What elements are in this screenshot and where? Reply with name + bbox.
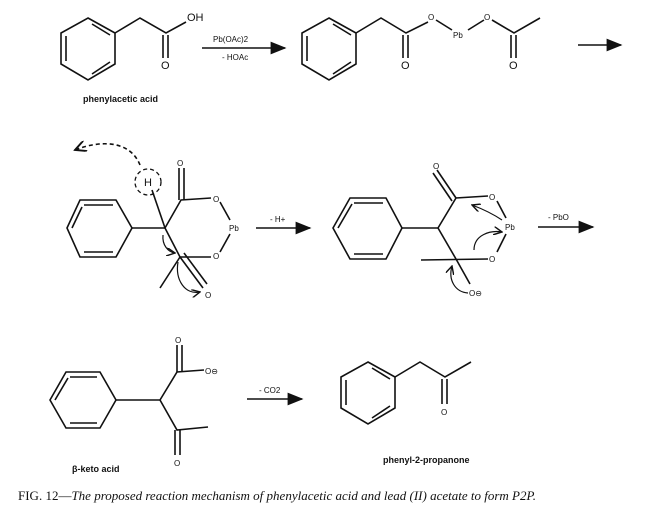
atom-label: Pb	[453, 31, 463, 40]
byproduct-hoac: - HOAc	[222, 53, 248, 62]
caption-prefix: FIG. 12—	[18, 488, 72, 503]
caption-text: The proposed reaction mechanism of pheny…	[71, 488, 536, 503]
atom-label: O	[509, 60, 518, 72]
label-beta-keto-acid: β-keto acid	[72, 464, 120, 474]
atom-label: H	[144, 177, 152, 189]
phenylacetic-acid-structure: OH O phenylacetic acid	[60, 12, 204, 104]
beta-keto-acid-structure: O O⊖ O β-keto acid	[49, 336, 218, 474]
atom-label: O	[441, 408, 447, 417]
phenyl-2-propanone-structure: O phenyl-2-propanone	[340, 361, 472, 465]
atom-label: O	[484, 13, 490, 22]
atom-label: O	[175, 336, 181, 345]
atom-label: O	[205, 291, 211, 300]
label-phenylacetic-acid: phenylacetic acid	[83, 94, 158, 104]
label-phenyl-2-propanone: phenyl-2-propanone	[383, 455, 470, 465]
atom-label: O	[213, 252, 219, 261]
atom-oh: OH	[187, 12, 204, 24]
alkoxide-lead-intermediate-structure: O O Pb O O⊖	[332, 162, 515, 298]
atom-label: O	[174, 459, 180, 468]
atom-label: O	[433, 162, 439, 171]
figure-caption: FIG. 12—The proposed reaction mechanism …	[18, 488, 648, 504]
byproduct-pbo: - PbO	[548, 213, 569, 222]
atom-label: O	[489, 255, 495, 264]
proton-removal-arrow	[75, 144, 141, 166]
atom-label: O	[489, 193, 495, 202]
cyclic-lead-intermediate-structure: H O O Pb O O	[66, 144, 239, 300]
byproduct-co2: - CO2	[259, 386, 281, 395]
atom-label: Pb	[505, 223, 515, 232]
atom-label: Pb	[229, 224, 239, 233]
reagent-label: Pb(OAc)2	[213, 35, 249, 44]
atom-label: O	[213, 195, 219, 204]
atom-label: O	[428, 13, 434, 22]
byproduct-h-plus: - H+	[270, 215, 286, 224]
atom-label: O	[401, 60, 410, 72]
atom-label: O	[177, 159, 183, 168]
atom-o: O	[161, 60, 170, 72]
lead-phenylacetate-acetate-structure: O O Pb O O	[301, 13, 541, 81]
atom-label: O⊖	[469, 289, 482, 298]
atom-label: O⊖	[205, 367, 218, 376]
